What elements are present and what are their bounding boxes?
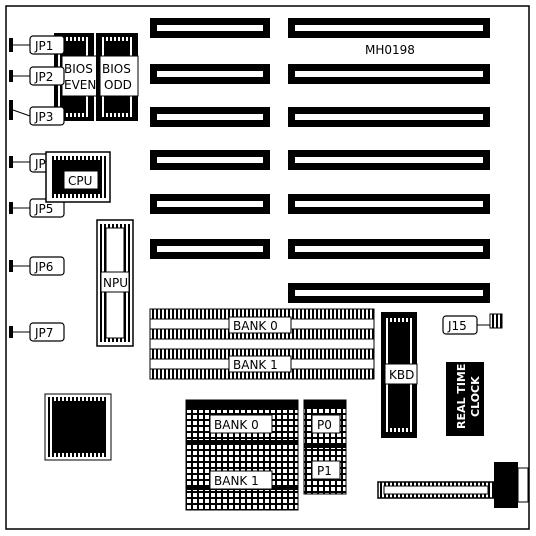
board-id-label: MH0198: [365, 43, 415, 57]
bios-even-label-line1: BIOS: [64, 62, 93, 76]
jp1-label: JP1: [34, 39, 53, 53]
jp5-label: JP5: [34, 202, 53, 216]
rtc-label-line2: CLOCK: [469, 376, 482, 417]
jumper-jp7: JP7: [9, 322, 65, 342]
bios-even-label-line2: EVEN: [64, 78, 96, 92]
expansion-slots-right: [288, 18, 490, 303]
dip-bank-1-label: BANK 1: [214, 474, 259, 488]
dip-bank-0-label-box: BANK 0: [209, 414, 273, 434]
parity-array: [303, 399, 347, 495]
parity-p1-label-box: P1: [311, 460, 341, 480]
keyboard-connector: [494, 462, 529, 508]
bios-odd-chip: BIOS ODD: [96, 33, 139, 121]
bios-odd-label-line2: ODD: [104, 78, 132, 92]
chipset-chip: [44, 393, 112, 461]
rtc-label-line1: REAL TIME: [455, 364, 468, 429]
dip-bank-0-label: BANK 0: [214, 418, 259, 432]
npu-label: NPU: [103, 276, 128, 290]
power-connector: [377, 481, 495, 499]
parity-p1-label: P1: [317, 464, 332, 478]
jp6-label: JP6: [34, 260, 53, 274]
simm-bank-0-label-box: BANK 0: [228, 316, 292, 334]
dip-bank-1-label-box: BANK 1: [209, 470, 273, 490]
simm-bank-0-label: BANK 0: [233, 319, 278, 333]
parity-p0-label: P0: [317, 418, 332, 432]
cpu-label: CPU: [68, 174, 92, 188]
npu-socket: NPU: [96, 219, 134, 347]
bios-odd-label-line1: BIOS: [102, 62, 131, 76]
expansion-slots-left: [150, 18, 270, 259]
jp2-label: JP2: [34, 70, 53, 84]
kbd-label: KBD: [389, 368, 414, 382]
simm-bank-1-label-box: BANK 1: [228, 355, 292, 373]
jumper-jp1: JP1: [9, 35, 65, 55]
jp7-label: JP7: [34, 326, 53, 340]
jumper-jp3: JP3: [9, 100, 65, 126]
jumper-j15: J15: [442, 313, 503, 335]
cpu-chip: CPU: [45, 151, 111, 203]
parity-p0-label-box: P0: [311, 414, 341, 434]
jp3-label: JP3: [34, 110, 53, 124]
simm-bank-1-label: BANK 1: [233, 358, 278, 372]
jumper-jp2: JP2: [9, 66, 65, 86]
jumper-jp6: JP6: [9, 256, 65, 276]
keyboard-controller-chip: KBD: [381, 312, 418, 438]
real-time-clock-chip: REAL TIME CLOCK: [446, 362, 484, 436]
j15-label: J15: [447, 319, 467, 333]
